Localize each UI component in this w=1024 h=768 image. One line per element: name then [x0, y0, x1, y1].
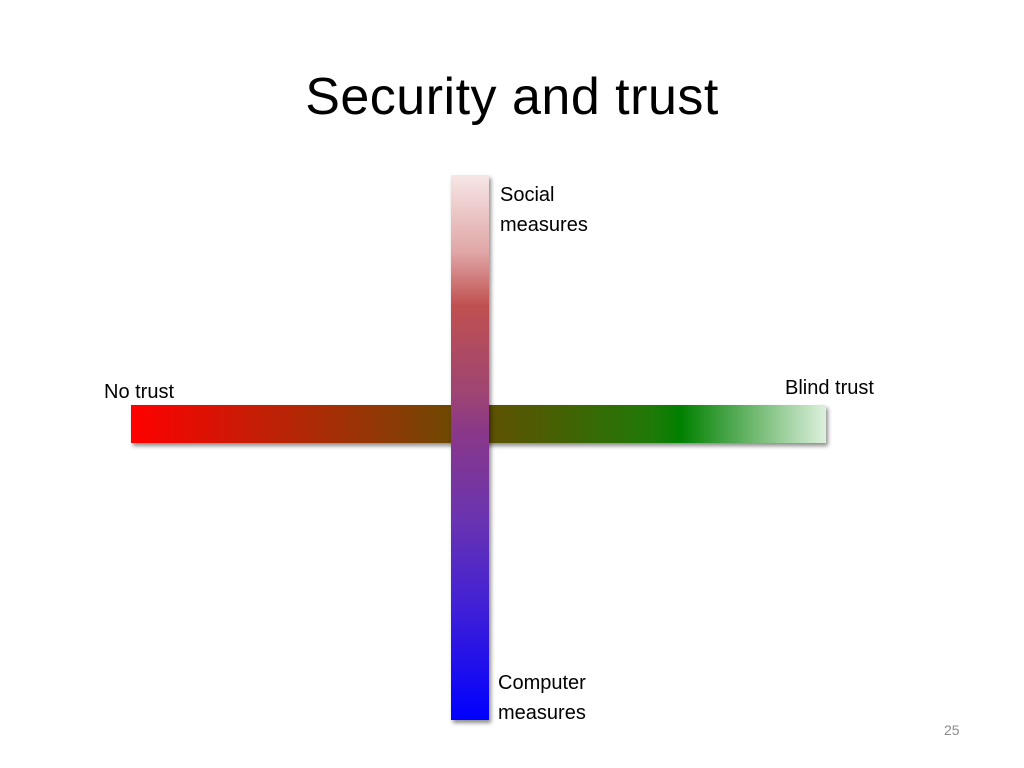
social-measures-label: Social measures [500, 184, 588, 236]
blind-trust-label: Blind trust [785, 377, 874, 399]
computer-measures-label: Computer measures [498, 672, 586, 724]
slide-title: Security and trust [305, 68, 719, 126]
no-trust-label: No trust [104, 381, 175, 403]
page-number: 25 [944, 722, 960, 738]
measures-axis-bar [451, 175, 489, 720]
